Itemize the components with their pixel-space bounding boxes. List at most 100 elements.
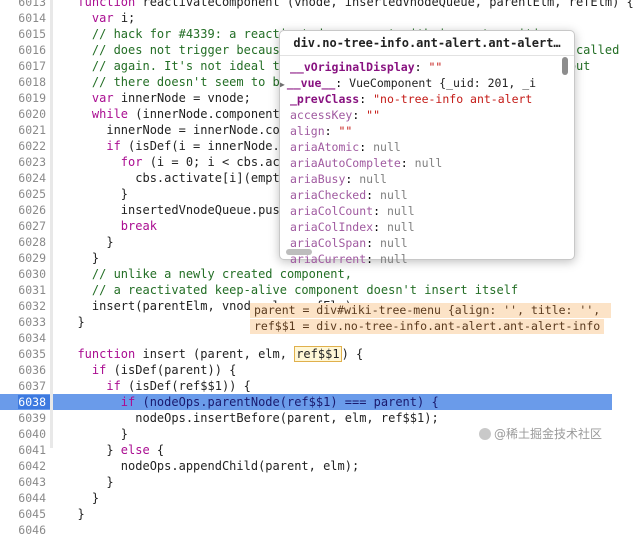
code-line-current[interactable]: 6038 if (nodeOps.parentNode(ref$$1) === … <box>0 394 612 410</box>
line-number[interactable]: 6024 <box>18 171 46 185</box>
code-line[interactable]: 6031 // a reactivated keep-alive compone… <box>0 282 612 298</box>
code-line[interactable]: 6039 nodeOps.insertBefore(parent, elm, r… <box>0 410 612 426</box>
property-key: ariaColSpan <box>290 236 367 250</box>
popover-horizontal-scrollbar[interactable] <box>286 249 312 255</box>
line-number[interactable]: 6045 <box>18 507 46 521</box>
property-row[interactable]: _prevClass: "no-tree-info ant-alert <box>290 92 533 106</box>
code-line[interactable]: 6040 } <box>0 426 612 442</box>
code-line[interactable]: 6045 } <box>0 506 612 522</box>
line-number[interactable]: 6027 <box>18 219 46 233</box>
code-text: // a reactivated keep-alive component do… <box>63 283 519 297</box>
code-text: } <box>63 507 85 521</box>
property-row[interactable]: ariaChecked: null <box>290 188 408 202</box>
property-key: ariaColIndex <box>290 220 374 234</box>
property-key: ariaBusy <box>290 172 346 186</box>
breakpoint-marker-icon[interactable] <box>18 395 52 409</box>
line-number[interactable]: 6013 <box>18 0 46 9</box>
line-number[interactable]: 6019 <box>18 91 46 105</box>
code-text: } <box>63 235 114 249</box>
property-row[interactable]: ariaCurrent: null <box>290 252 408 266</box>
object-preview-popover[interactable]: div.no-tree-info.ant-alert.ant-alert… __… <box>279 30 575 266</box>
code-text: if (isDef(parent)) { <box>91 363 237 377</box>
watermark: @稀土掘金技术社区 <box>478 425 602 442</box>
property-row[interactable]: ariaAutoComplete: null <box>290 156 443 170</box>
code-line[interactable]: 6043 } <box>0 474 612 490</box>
code-text: } <box>63 475 114 489</box>
line-number[interactable]: 6031 <box>18 283 46 297</box>
line-number[interactable]: 6041 <box>18 443 46 457</box>
code-line[interactable]: 6037 if (isDef(ref$$1)) { <box>0 378 612 394</box>
code-line[interactable]: 6034 <box>0 330 612 346</box>
code-line[interactable]: 6028 } <box>0 234 612 250</box>
code-line[interactable]: 6029 } <box>0 250 612 266</box>
line-number[interactable]: 6015 <box>18 27 46 41</box>
popover-vertical-scrollbar[interactable] <box>562 57 568 75</box>
line-number[interactable]: 6035 <box>18 347 46 361</box>
code-text: } <box>63 187 129 201</box>
property-value: "" <box>428 60 443 74</box>
line-number[interactable]: 6018 <box>18 75 46 89</box>
property-row[interactable]: ariaAtomic: null <box>290 140 401 154</box>
code-line[interactable]: 6033 } <box>0 314 612 330</box>
line-number[interactable]: 6028 <box>18 235 46 249</box>
line-number[interactable]: 6026 <box>18 203 46 217</box>
code-line[interactable]: 6044 } <box>0 490 612 506</box>
code-text: nodeOps.insertBefore(parent, elm, ref$$1… <box>63 411 439 425</box>
line-number[interactable]: 6032 <box>18 299 46 313</box>
line-number[interactable]: 6020 <box>18 107 46 121</box>
property-value: null <box>386 204 415 218</box>
property-row[interactable]: ariaBusy: null <box>290 172 387 186</box>
code-text: } <box>63 427 129 441</box>
code-line[interactable]: 6014 var i; <box>0 10 612 26</box>
property-key: ariaAutoComplete <box>290 156 401 170</box>
line-number[interactable]: 6022 <box>18 139 46 153</box>
code-line[interactable]: 6027 break <box>0 218 612 234</box>
code-line[interactable]: 6046 <box>0 522 612 538</box>
property-value: "" <box>338 124 353 138</box>
line-number[interactable]: 6023 <box>18 155 46 169</box>
property-value: null <box>359 172 387 186</box>
hovered-variable-ref[interactable]: ref$$1 <box>294 346 342 362</box>
line-number[interactable]: 6039 <box>18 411 46 425</box>
line-number[interactable]: 6033 <box>18 315 46 329</box>
line-number[interactable]: 6014 <box>18 11 46 25</box>
property-row[interactable]: ariaColCount: null <box>290 204 415 218</box>
code-line[interactable]: 6030 // unlike a newly created component… <box>0 266 612 282</box>
expand-triangle-icon[interactable]: ▶ <box>280 80 285 89</box>
line-number[interactable]: 6044 <box>18 491 46 505</box>
line-number[interactable]: 6034 <box>18 331 46 345</box>
property-row[interactable]: ariaColSpan: null <box>290 236 408 250</box>
code-text: break <box>120 219 157 233</box>
code-line[interactable]: 6041 } else { <box>0 442 612 458</box>
line-number[interactable]: 6017 <box>18 59 46 73</box>
code-line[interactable]: 6042 nodeOps.appendChild(parent, elm); <box>0 458 612 474</box>
code-line[interactable]: 6035 function insert (parent, elm, ref$$… <box>0 346 612 362</box>
property-key: ariaCurrent <box>290 252 367 266</box>
property-row[interactable]: align: "" <box>290 124 353 138</box>
code-line[interactable]: 6019 var innerNode = vnode; <box>0 90 612 106</box>
line-number[interactable]: 6043 <box>18 475 46 489</box>
code-line[interactable]: 6036 if (isDef(parent)) { <box>0 362 612 378</box>
line-number[interactable]: 6037 <box>18 379 46 393</box>
line-number[interactable]: 6021 <box>18 123 46 137</box>
line-number[interactable]: 6025 <box>18 187 46 201</box>
code-text: if (nodeOps.parentNode(ref$$1) === paren… <box>120 395 439 409</box>
property-row[interactable]: __vOriginalDisplay: "" <box>290 60 443 74</box>
property-row[interactable]: ariaColIndex: null <box>290 220 415 234</box>
line-number[interactable]: 6042 <box>18 459 46 473</box>
line-number[interactable]: 6030 <box>18 267 46 281</box>
property-row[interactable]: ▶__vue__: VueComponent {_uid: 201, _i <box>280 76 537 90</box>
property-value: null <box>380 188 408 202</box>
line-number[interactable]: 6046 <box>18 523 46 537</box>
line-number[interactable]: 6016 <box>18 43 46 57</box>
code-text: function insert (parent, elm, ref$$1) { <box>77 346 364 362</box>
line-number[interactable]: 6029 <box>18 251 46 265</box>
code-line[interactable]: 6013 function reactivateComponent (vnode… <box>0 0 633 10</box>
line-number[interactable]: 6036 <box>18 363 46 377</box>
gutter-divider <box>50 0 53 448</box>
line-number[interactable]: 6038 <box>18 395 46 409</box>
code-line[interactable]: 6025 } <box>0 186 612 202</box>
property-row[interactable]: accessKey: "" <box>290 108 381 122</box>
code-text: nodeOps.appendChild(parent, elm); <box>63 459 360 473</box>
line-number[interactable]: 6040 <box>18 427 46 441</box>
